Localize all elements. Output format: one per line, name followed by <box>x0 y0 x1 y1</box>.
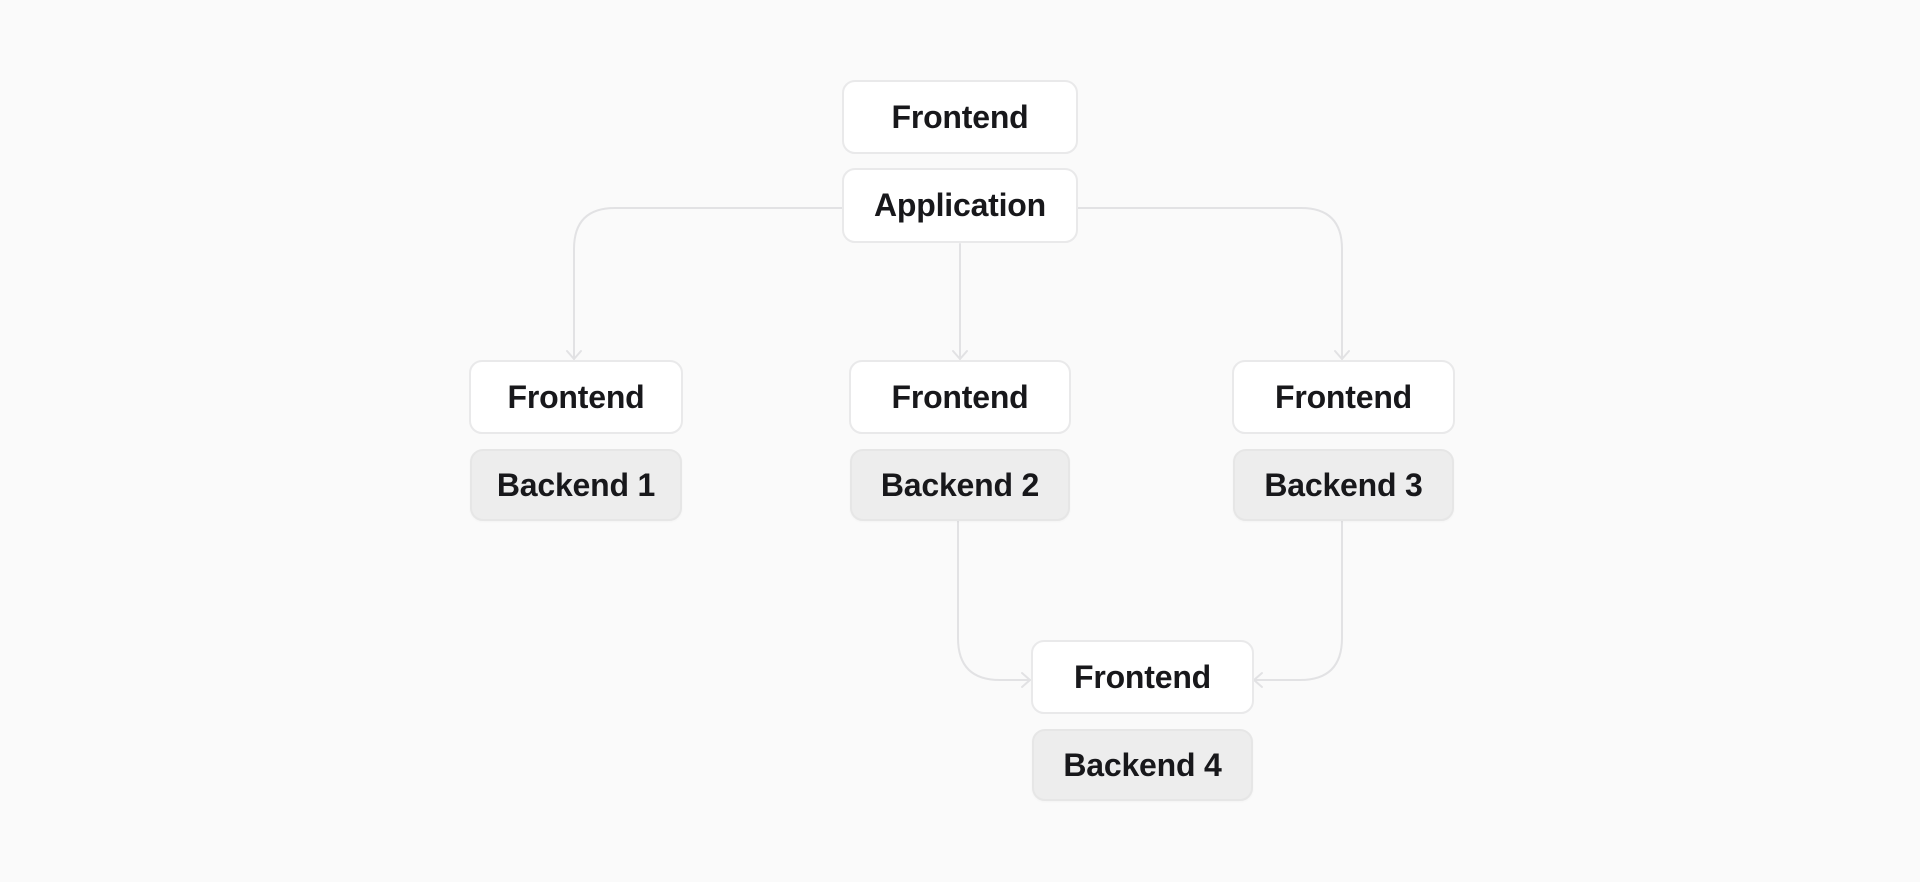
service-3-frontend-label: Frontend <box>1274 378 1413 415</box>
arrowhead-service-4-left <box>1021 672 1031 688</box>
arrowhead-service-1 <box>566 350 582 360</box>
connector-backend-3-to-service-4 <box>1253 520 1343 681</box>
service-4-backend-node: Backend 4 <box>1032 729 1253 801</box>
service-3-backend-node: Backend 3 <box>1233 449 1454 521</box>
service-4-backend-label: Backend 4 <box>1063 746 1222 783</box>
service-4-frontend-label: Frontend <box>1073 658 1212 695</box>
service-2-backend-node: Backend 2 <box>850 449 1070 521</box>
connector-backend-2-to-service-4 <box>957 520 1031 681</box>
connector-app-to-service-1 <box>573 207 843 360</box>
service-2-frontend-node: Frontend <box>849 360 1071 434</box>
arrowhead-service-3 <box>1334 350 1350 360</box>
app-frontend-node: Frontend <box>842 80 1078 154</box>
service-1-backend-label: Backend 1 <box>496 466 656 503</box>
application-node: Application <box>842 168 1078 243</box>
arrowhead-service-2 <box>952 350 968 360</box>
service-3-backend-label: Backend 3 <box>1264 466 1423 503</box>
service-1-frontend-node: Frontend <box>469 360 683 434</box>
service-2-backend-label: Backend 2 <box>880 466 1040 503</box>
connector-app-to-service-3 <box>1077 207 1343 360</box>
application-label: Application <box>873 187 1047 223</box>
service-1-frontend-label: Frontend <box>507 378 645 415</box>
service-3-frontend-node: Frontend <box>1232 360 1455 434</box>
service-1-backend-node: Backend 1 <box>470 449 682 521</box>
app-frontend-label: Frontend <box>891 98 1029 135</box>
service-2-frontend-label: Frontend <box>891 378 1029 415</box>
arrowhead-service-4-right <box>1253 672 1263 688</box>
service-4-frontend-node: Frontend <box>1031 640 1254 714</box>
